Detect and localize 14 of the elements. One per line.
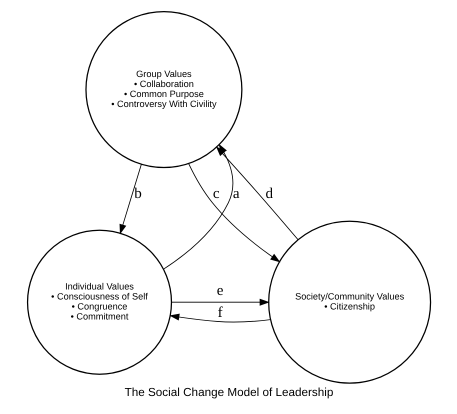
arrow (170, 298, 270, 306)
edge-label: c (212, 186, 220, 202)
node-circle: Group Values • Collaboration • Common Purpose • Controversy With Civility (84, 11, 242, 168)
edge-label: d (265, 186, 273, 202)
caption: The Social Change Model of Leadership (124, 386, 333, 399)
edge-label: a (232, 186, 240, 202)
arrow (215, 146, 298, 240)
edge-label: e (216, 283, 223, 300)
node-circle: Individual Values • Consciousness of Self • Congruence • Commitment (26, 230, 172, 375)
edge-label: b (134, 186, 142, 202)
arrow (168, 314, 270, 323)
arrow (188, 163, 280, 262)
edge-label: f (217, 304, 222, 321)
arrow (119, 164, 142, 234)
